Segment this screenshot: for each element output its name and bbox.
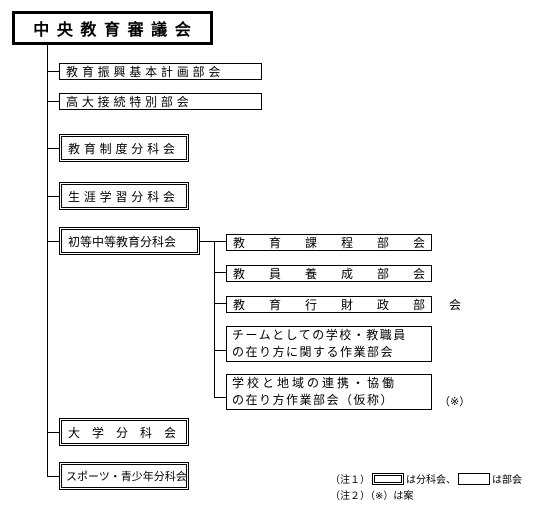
branch-box-sports-youth: スポーツ・青少年分科会	[59, 462, 189, 490]
branch-label: 生 涯 学 習 分 科 会	[68, 189, 175, 204]
sub-branch-label-line1: 学校と地域の連携・協働	[232, 376, 398, 390]
sub-branch-label: 教 育 行 財 政 部 会	[233, 298, 462, 312]
connector-b4	[47, 196, 59, 197]
branch-box-education-promotion: 教 育 振 興 基 本 計 画 部 会	[59, 63, 262, 80]
branch-box-education-system: 教 育 制 度 分 科 会	[59, 134, 189, 162]
sub-branch-label: 教 育 課 程 部 会	[233, 236, 426, 250]
branch-label: 教 育 制 度 分 科 会	[68, 141, 175, 156]
sub-connector-s1	[214, 241, 226, 242]
sub-connector-s3	[214, 303, 226, 304]
note-1-mid: は分科会、	[406, 475, 456, 486]
sub-box-education-finance: 教 育 行 財 政 部 会	[226, 296, 461, 313]
sub-box-school-community: 学校と地域の連携・協働 の在り方作業部会（仮称）	[226, 374, 432, 410]
sub-branch-label-line2: の在り方に関する作業部会	[232, 345, 395, 359]
note-2: （注２）（※）は案	[330, 491, 414, 502]
branch-box-high-school-university: 高 大 接 続 特 別 部 会	[59, 93, 262, 110]
sub-trunk-line	[214, 241, 215, 398]
note-1-end: は部会	[492, 475, 522, 486]
sub-box-curriculum: 教 育 課 程 部 会	[226, 234, 432, 251]
connector-b3	[47, 148, 59, 149]
connector-b7	[47, 476, 59, 477]
legend-double-box	[372, 472, 404, 485]
sub-connector-s2	[214, 272, 226, 273]
sub-box-team-school: チームとしての学校・教職員 の在り方に関する作業部会	[226, 326, 432, 362]
sub-box-teacher-training: 教 員 養 成 部 会	[226, 265, 432, 282]
branch-label: 高 大 接 続 特 別 部 会	[66, 95, 189, 109]
sub-connector-s5	[214, 397, 226, 398]
note-1-prefix: （注１）	[330, 475, 370, 486]
sub-branch-label-line2: の在り方作業部会（仮称）	[232, 393, 395, 407]
proposal-mark: （※）	[439, 395, 471, 408]
sub-horizontal-connector	[200, 241, 215, 242]
root-council-label: 中 央 教 育 審 議 会	[33, 20, 192, 39]
branch-box-elementary-secondary: 初等中等教育分科会	[59, 227, 200, 255]
connector-b6	[47, 432, 59, 433]
branch-box-university: 大 学 分 科 会	[59, 418, 189, 446]
branch-label: スポーツ・青少年分科会	[66, 470, 187, 483]
branch-label: 大 学 分 科 会	[68, 425, 177, 440]
connector-b5	[47, 241, 59, 242]
main-trunk-line	[47, 45, 48, 477]
branch-box-lifelong-learning: 生 涯 学 習 分 科 会	[59, 182, 189, 210]
legend-single-box	[458, 472, 490, 485]
sub-branch-label: 教 員 養 成 部 会	[233, 267, 426, 281]
sub-connector-s4	[214, 350, 226, 351]
connector-b1	[47, 71, 59, 72]
sub-branch-label-line1: チームとしての学校・教職員	[232, 328, 407, 342]
connector-b2	[47, 101, 59, 102]
note-1: （注１） は分科会、 は部会	[330, 471, 522, 486]
branch-label: 初等中等教育分科会	[68, 234, 177, 249]
branch-label: 教 育 振 興 基 本 計 画 部 会	[66, 65, 221, 79]
root-council-box: 中 央 教 育 審 議 会	[12, 11, 213, 45]
